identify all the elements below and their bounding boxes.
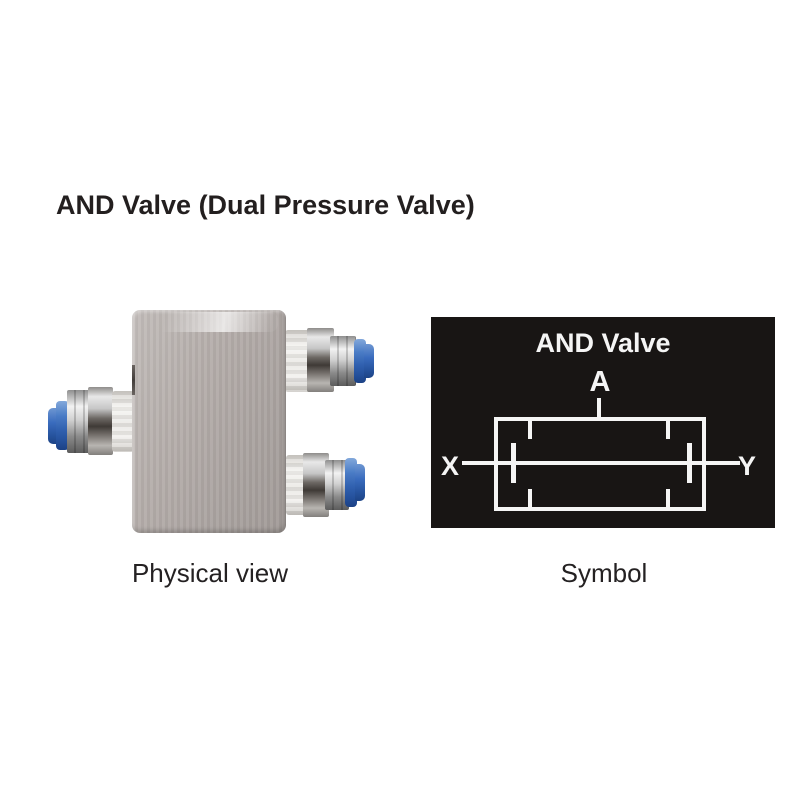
port-a-stem-line [597,398,601,418]
top-right-fitting-cylinder [330,336,356,386]
bottom-right-fitting-cap-flange [345,458,357,507]
port-label-a: A [589,366,611,398]
left-fitting-cap-tip [48,408,58,444]
port-label-y: Y [737,451,756,481]
symbol-panel-title: AND Valve [535,328,671,358]
left-fitting-cylinder [67,390,90,453]
valve-body-seam [132,365,135,395]
left-fitting-thread-tape [112,391,134,452]
figure-title: AND Valve (Dual Pressure Valve) [56,190,475,220]
symbol-tick-bottom-left [528,489,532,511]
physical-view-caption: Physical view [131,558,289,588]
top-right-fitting-cap-tip [364,344,374,378]
symbol-tick-top-right [666,417,670,439]
symbol-flow-line [462,461,740,465]
left-fitting-cap-flange [56,401,69,450]
symbol-panel: AND Valve A X Y [431,317,775,528]
symbol-caption: Symbol [560,558,648,588]
valve-body-block [132,310,286,533]
top-right-fitting-cap-flange [354,339,366,383]
port-label-x: X [440,451,459,481]
symbol-tick-bottom-right [666,489,670,511]
valve-body-highlight [136,312,278,332]
symbol-tick-top-left [528,417,532,439]
top-right-fitting-hex-nut [307,328,334,392]
left-fitting-hex-nut [88,387,113,455]
top-right-fitting-thread-tape [285,330,311,392]
bottom-right-fitting-cap-tip [355,464,365,501]
physical-view-figure [40,300,380,540]
bottom-right-fitting-hex-nut [303,453,329,517]
